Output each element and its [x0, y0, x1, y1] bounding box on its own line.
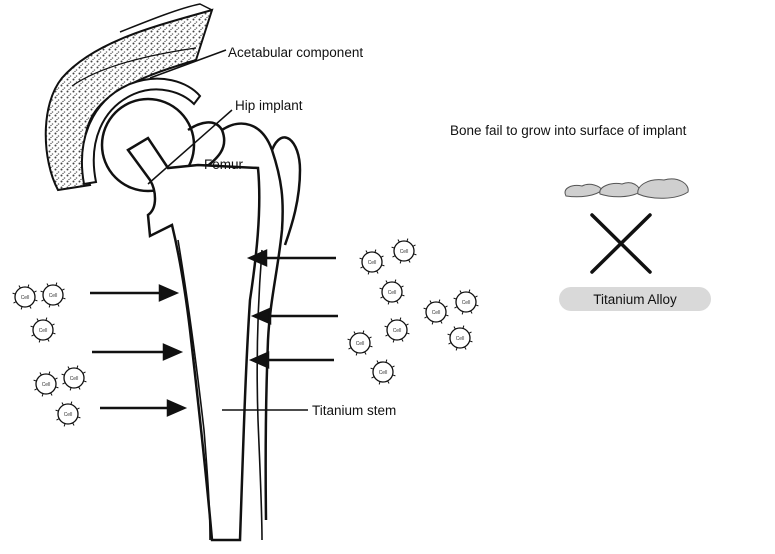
cell-label: Cell	[64, 412, 73, 418]
cell-label: Cell	[49, 293, 58, 299]
cell-label: Cell	[356, 341, 365, 347]
label-acetabular-component: Acetabular component	[228, 46, 363, 60]
label-bone-fail: Bone fail to grow into surface of implan…	[450, 124, 686, 138]
cell-label: Cell	[21, 295, 30, 301]
arrow-icon	[254, 309, 270, 323]
label-femur: Femur	[204, 158, 243, 172]
cell-icon: Cell	[454, 290, 479, 315]
label-titanium-alloy: Titanium Alloy	[593, 292, 677, 307]
arrow-icon	[252, 353, 268, 367]
greater-trochanter	[272, 137, 300, 245]
cell-label: Cell	[462, 300, 471, 306]
cell-label: Cell	[42, 382, 51, 388]
interface-line-right	[257, 250, 262, 540]
cell-icon: Cell	[56, 402, 81, 427]
bone-growth-icon	[565, 179, 688, 198]
cell-icon: Cell	[385, 318, 410, 343]
cell-label: Cell	[70, 376, 79, 382]
cell-icon: Cell	[371, 360, 396, 385]
cell-label: Cell	[432, 310, 441, 316]
label-hip-implant: Hip implant	[235, 99, 303, 113]
cell-label: Cell	[368, 260, 377, 266]
cell-label: Cell	[39, 328, 48, 334]
cell-icon: Cell	[360, 250, 385, 275]
cross-icon	[592, 215, 650, 272]
cell-label: Cell	[400, 249, 409, 255]
cell-icon: Cell	[62, 366, 87, 391]
arrow-icon	[164, 345, 180, 359]
cell-label: Cell	[393, 328, 402, 334]
cell-icon: Cell	[34, 372, 59, 397]
arrow-icon	[160, 286, 176, 300]
titanium-alloy-pill: Titanium Alloy	[559, 287, 711, 311]
titanium-stem	[128, 138, 259, 540]
cell-icon: Cell	[13, 285, 38, 310]
cell-icon: Cell	[348, 331, 373, 356]
arrow-icon	[168, 401, 184, 415]
cell-icon: Cell	[41, 283, 66, 308]
cell-label: Cell	[379, 370, 388, 376]
label-titanium-stem: Titanium stem	[312, 404, 396, 418]
cell-label: Cell	[456, 336, 465, 342]
cell-icon: Cell	[424, 300, 449, 325]
cell-icon: Cell	[31, 318, 56, 343]
cell-icon: Cell	[448, 326, 473, 351]
cell-icon: Cell	[380, 280, 405, 305]
cell-icon: Cell	[392, 239, 417, 264]
cell-label: Cell	[388, 290, 397, 296]
